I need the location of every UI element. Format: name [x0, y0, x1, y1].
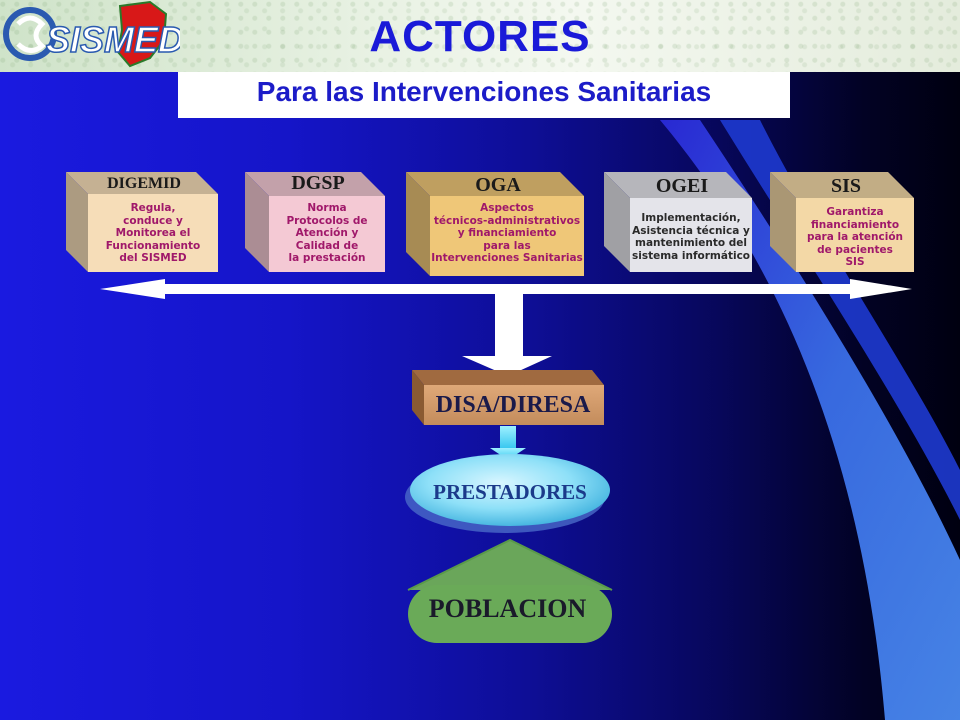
page-subtitle: Para las Intervenciones Sanitarias [256, 76, 712, 107]
actor-description-line: Implementación, [641, 212, 741, 224]
actor-description-line: SIS [845, 256, 865, 268]
actor-description-line: Atención y [295, 227, 359, 239]
actor-description-line: Norma [307, 202, 347, 214]
actor-box-shape [66, 172, 218, 272]
actor-description-line: Intervenciones Sanitarias [431, 252, 583, 264]
actor-description-line: y financiamiento [457, 227, 557, 239]
actor-description-line: Regula, [130, 202, 176, 214]
prestadores-label: PRESTADORES [433, 480, 587, 504]
disa-label: DISA/DIRESA [435, 392, 591, 418]
actor-description-line: financiamiento [810, 218, 900, 231]
actor-description-line: Monitorea el [115, 227, 191, 239]
cyan-down-arrow [490, 426, 526, 460]
actor-title: OGA [475, 174, 521, 196]
actor-box-shape [604, 172, 752, 272]
actor-box-shape [770, 172, 914, 272]
horizontal-double-arrow [100, 279, 912, 299]
actor-title: SIS [830, 175, 862, 197]
poblacion-label: POBLACION [428, 594, 587, 623]
poblacion-shape [407, 538, 613, 643]
actor-description-line: Garantiza [826, 206, 884, 218]
actor-description-line: Calidad de [295, 239, 359, 252]
actor-description-line: Aspectos [480, 202, 534, 214]
actor-description-line: del SISMED [119, 252, 187, 264]
prestadores-ellipse [405, 454, 610, 533]
actor-description-line: sistema informático [631, 249, 751, 262]
actor-title: OGEI [655, 175, 709, 197]
actor-description-line: para la atención [806, 231, 904, 243]
actor-description-line: Protocolos de [286, 214, 368, 227]
actor-description-line: técnicos-administrativos [433, 214, 581, 227]
actor-description-line: para las [483, 239, 531, 252]
actor-description-line: de pacientes [817, 243, 893, 256]
actor-description-line: Funcionamiento [105, 239, 201, 252]
actor-description-line: la prestación [288, 252, 366, 264]
subtitle-box: Para las Intervenciones Sanitarias [178, 72, 790, 118]
actor-title: DIGEMID [107, 175, 181, 192]
down-arrow [462, 294, 552, 376]
header-band [0, 0, 960, 72]
actor-description-line: Asistencia técnica y [632, 224, 750, 237]
page-title: ACTORES [369, 12, 591, 61]
actor-title: DGSP [291, 172, 345, 194]
disa-box [412, 370, 604, 425]
actor-box-shape [245, 172, 385, 272]
sismed-logo: SISMED [0, 0, 185, 72]
actor-description-line: mantenimiento del [635, 237, 747, 249]
actor-box-shape [406, 172, 584, 276]
logo-text: SISMED [46, 19, 180, 60]
actor-description-line: conduce y [123, 214, 183, 227]
